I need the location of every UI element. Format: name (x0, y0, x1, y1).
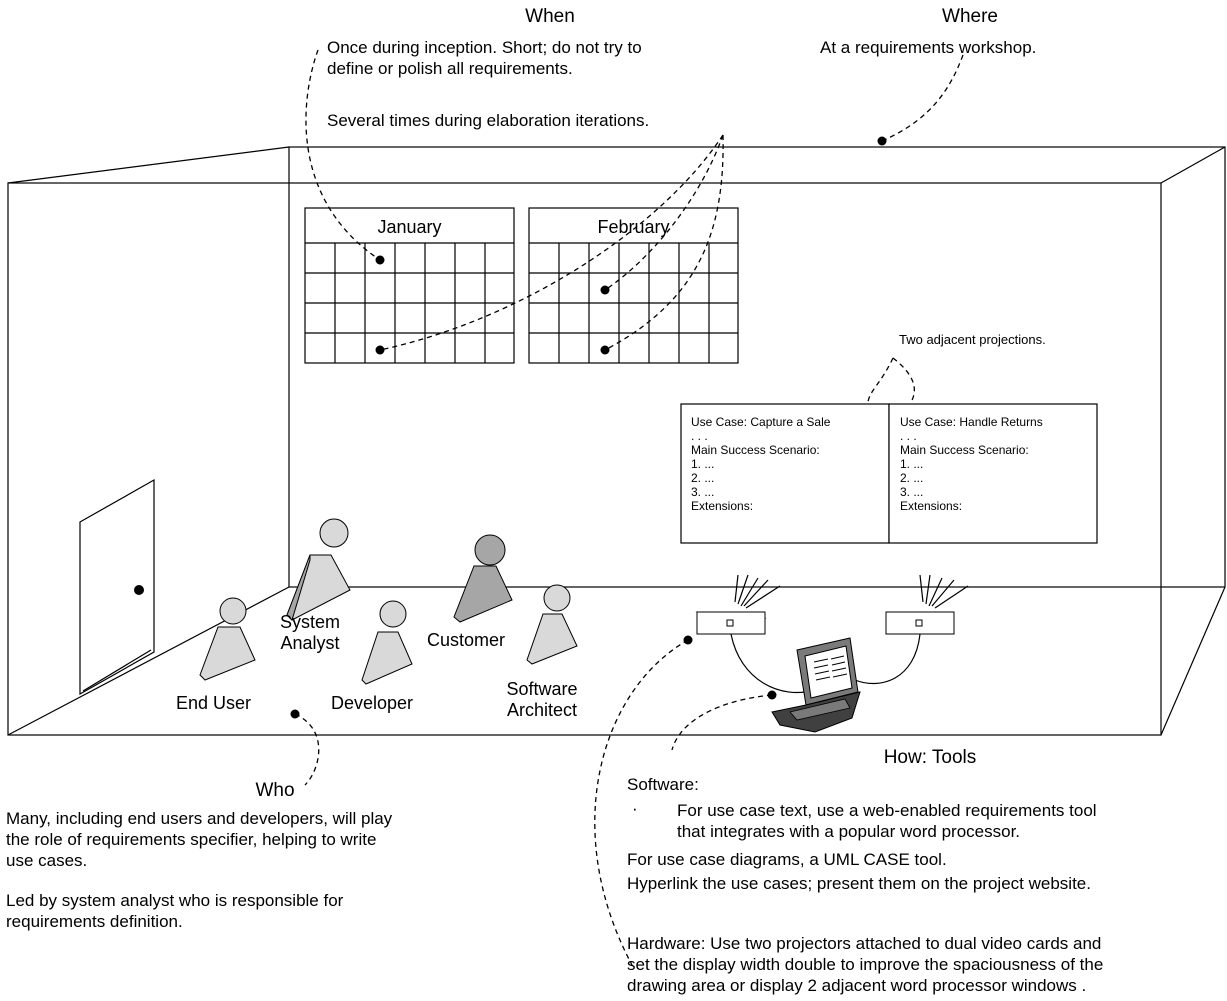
label-end-user: End User (176, 693, 252, 713)
how-bullet-line: For use case text, use a web-enabled req… (677, 801, 1097, 820)
projection-right-line: . . . (900, 429, 917, 443)
person-icon-system-analyst (286, 518, 351, 621)
where-text: At a requirements workshop. (820, 38, 1037, 57)
projection-right-line: Extensions: (900, 499, 963, 513)
how-software-label: Software: (627, 775, 699, 794)
projector-cables (730, 633, 921, 694)
calendar-february-title: February (597, 217, 670, 237)
when-line-1: Once during inception. Short; do not try… (327, 38, 642, 57)
callout-dots (290, 136, 887, 719)
who-line: Led by system analyst who is responsible… (6, 891, 344, 910)
how-heading: How: Tools (883, 747, 977, 768)
when-elaboration-text: Several times during elaboration iterati… (327, 111, 650, 130)
label-system-analyst-line-1: System (279, 612, 340, 632)
projection-left-line: Main Success Scenario: (691, 443, 820, 457)
who-line: requirements definition. (6, 912, 183, 931)
who-paragraph-1: Many, including end users and developers… (6, 808, 392, 871)
label-customer: Customer (427, 630, 506, 650)
how-bullet-text: For use case text, use a web-enabled req… (677, 800, 1097, 842)
laptop-icon (771, 637, 861, 733)
who-paragraph-2: Led by system analyst who is responsible… (6, 890, 343, 932)
where-heading: Where (942, 6, 998, 27)
projection-left-line: 3. ... (691, 485, 715, 499)
how-hyperlink-line: Hyperlink the use cases; present them on… (627, 874, 1091, 893)
how-bullet-line: that integrates with a popular word proc… (677, 822, 1021, 841)
when-inception-text: Once during inception. Short; do not try… (327, 37, 642, 79)
projection-left-line: Extensions: (691, 499, 754, 513)
who-line: the role of requirements specifier, help… (6, 830, 377, 849)
projection-right-line: Use Case: Handle Returns (900, 415, 1043, 429)
when-line-2: define or polish all requirements. (327, 59, 573, 78)
how-hardware-text: Hardware: Use two projectors attached to… (627, 933, 1103, 996)
person-icon-software-architect (526, 584, 578, 665)
who-line: Many, including end users and developers… (6, 809, 393, 828)
how-uml-line: For use case diagrams, a UML CASE tool. (627, 850, 947, 869)
when-heading: When (525, 6, 575, 27)
how-bullet-mark: · (632, 799, 638, 818)
projection-screens (680, 403, 1098, 544)
projection-right-line: 2. ... (900, 471, 924, 485)
projection-left-text: Use Case: Capture a Sale . . . Main Succ… (691, 415, 830, 513)
label-developer: Developer (331, 693, 414, 713)
projection-left-line: . . . (691, 429, 708, 443)
how-hardware-line: set the display width double to improve … (627, 955, 1104, 974)
label-software-architect: Software Architect (497, 679, 587, 721)
projection-right-line: 3. ... (900, 485, 924, 499)
projector-icon-right (885, 574, 969, 635)
who-heading: Who (255, 780, 295, 801)
door-icon (79, 478, 155, 696)
calendar-january (304, 207, 515, 364)
who-line: use cases. (6, 851, 88, 870)
calendar-february (528, 207, 739, 364)
label-software-architect-line-1: Software (506, 679, 578, 699)
label-software-architect-line-2: Architect (506, 700, 578, 720)
how-hardware-line: drawing area or display 2 adjacent word … (627, 976, 1087, 995)
how-hardware-line: Hardware: Use two projectors attached to… (627, 934, 1102, 953)
projection-left-line: Use Case: Capture a Sale (691, 415, 831, 429)
projector-icon-left (695, 574, 781, 635)
projection-right-line: 1. ... (900, 457, 924, 471)
projections-label: Two adjacent projections. (899, 332, 1046, 347)
label-system-analyst-line-2: Analyst (280, 633, 340, 653)
projection-right-text: Use Case: Handle Returns . . . Main Succ… (900, 415, 1043, 513)
callout-lines (294, 49, 964, 966)
label-system-analyst: System Analyst (270, 612, 350, 654)
projection-right-line: Main Success Scenario: (900, 443, 1029, 457)
person-icon-developer (361, 600, 413, 685)
projection-left-line: 2. ... (691, 471, 715, 485)
calendar-january-title: January (377, 217, 442, 237)
person-icon-customer (453, 534, 513, 623)
person-icon-end-user (199, 597, 256, 681)
projection-left-line: 1. ... (691, 457, 715, 471)
